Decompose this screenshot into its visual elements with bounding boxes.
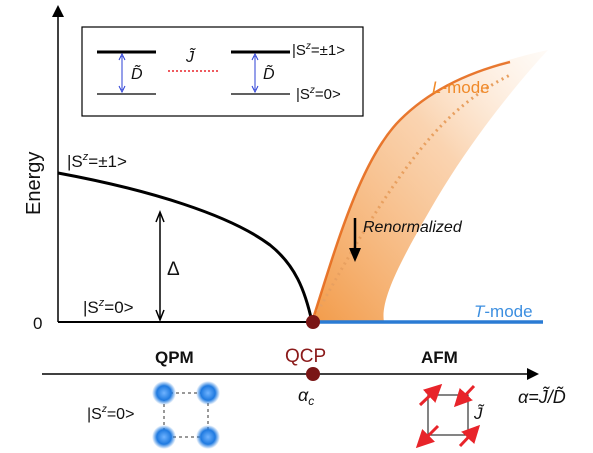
spin-arrow — [415, 424, 440, 449]
alpha-c-label: αc — [298, 385, 314, 408]
inset-box — [81, 26, 364, 117]
renormalized-arrowhead — [349, 248, 361, 262]
spin-arrow — [453, 384, 476, 408]
gap-curve — [57, 171, 314, 323]
inset-d-left: D̃ — [131, 63, 143, 83]
inset-d-right: D̃ — [263, 63, 275, 83]
spin-arrow — [418, 383, 443, 407]
level-lower-label: |Sz=0> — [83, 297, 134, 317]
alpha-c-dot — [306, 367, 320, 381]
inset-j-label: J̃ — [185, 46, 196, 66]
l-mode-band — [312, 50, 548, 322]
magnon-ball — [196, 425, 220, 449]
spin-arrow — [458, 424, 481, 448]
l-mode-label: L-mode — [432, 78, 490, 97]
qcp-label: QCP — [285, 346, 326, 367]
level-upper-label: |Sz=±1> — [67, 151, 127, 171]
qpm-square — [163, 392, 209, 438]
x-axis-label: α=J̃/D̃ — [518, 386, 566, 407]
qpm-label: QPM — [155, 348, 194, 367]
inset-d-head-right-bottom — [251, 85, 259, 94]
inset-lower-state: |Sz=0> — [296, 85, 341, 103]
inset-d-head-left-bottom — [118, 85, 126, 94]
inset-upper-state: |Sz=±1> — [292, 41, 345, 59]
y-axis-label: Energy — [23, 152, 45, 215]
magnon-ball — [152, 425, 176, 449]
afm-label: AFM — [421, 348, 458, 367]
qcp-dot — [306, 315, 320, 329]
qpm-state-label: |Sz=0> — [87, 404, 134, 423]
l-mode-edge — [310, 60, 511, 323]
magnon-ball — [152, 381, 176, 405]
zero-label: 0 — [33, 314, 42, 333]
inset-d-head-left-top — [118, 52, 126, 61]
renormalized-label: Renormalized — [363, 219, 463, 236]
gap-arrow-bottom — [155, 309, 165, 323]
t-mode-label: T-mode — [474, 302, 533, 321]
inset-d-head-right-top — [251, 52, 259, 61]
afm-square — [427, 394, 469, 436]
l-mode-dotted — [310, 73, 511, 323]
gap-arrow-top — [155, 209, 165, 223]
gap-symbol: Δ — [167, 259, 180, 280]
afm-coupling-label: J̃ — [473, 403, 485, 423]
magnon-ball — [196, 381, 220, 405]
